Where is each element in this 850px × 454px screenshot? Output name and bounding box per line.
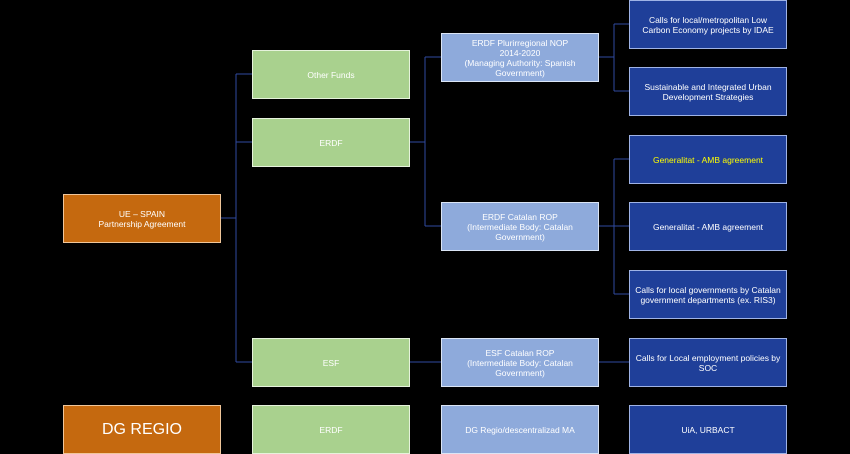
uia-urbact-label: UiA, URBACT: [681, 424, 735, 435]
programme-erdf-pluri-authority: (Managing Authority: Spanish Government): [464, 57, 576, 78]
root-node: UE – SPAIN Partnership Agreement: [63, 194, 221, 243]
bottom-erdf-node: ERDF: [252, 405, 410, 454]
uia-urbact-node: UiA, URBACT: [629, 405, 787, 454]
programme-erdf-pluri-period: 2014-2020: [499, 47, 541, 58]
outcome-amb-highlighted: Generalitat - AMB agreement: [629, 135, 787, 184]
dg-regio-label: DG REGIO: [101, 420, 182, 438]
outcome-local-gov-label: Calls for local governments by Catalan g…: [635, 284, 781, 305]
outcome-sustainable: Sustainable and Integrated Urban Develop…: [629, 67, 787, 116]
fund-esf: ESF: [252, 338, 410, 387]
outcome-idae-label: Calls for local/metropolitan Low Carbon …: [642, 14, 774, 35]
outcome-idae: Calls for local/metropolitan Low Carbon …: [629, 0, 787, 49]
programme-esf-catalan: ESF Catalan ROP (Intermediate Body: Cata…: [441, 338, 599, 387]
outcome-local-gov: Calls for local governments by Catalan g…: [629, 270, 787, 319]
root-title: UE – SPAIN: [118, 208, 166, 219]
outcome-employment-label: Calls for Local employment policies by S…: [635, 352, 781, 373]
fund-erdf-label: ERDF: [319, 137, 343, 148]
fund-other-funds: Other Funds: [252, 50, 410, 99]
fund-other-funds-label: Other Funds: [307, 69, 355, 80]
programme-erdf-catalan: ERDF Catalan ROP (Intermediate Body: Cat…: [441, 202, 599, 251]
outcome-amb-highlighted-label: Generalitat - AMB agreement: [652, 154, 764, 165]
dg-descent-label: DG Regio/descentralizad MA: [465, 424, 575, 435]
fund-erdf: ERDF: [252, 118, 410, 167]
programme-erdf-catalan-title: ERDF Catalan ROP: [482, 211, 558, 222]
dg-regio-node: DG REGIO: [63, 405, 221, 454]
root-subtitle: Partnership Agreement: [98, 218, 186, 229]
outcome-employment: Calls for Local employment policies by S…: [629, 338, 787, 387]
programme-esf-catalan-title: ESF Catalan ROP: [485, 347, 555, 358]
programme-erdf-pluri: ERDF Plurirregional NOP 2014-2020 (Manag…: [441, 33, 599, 82]
programme-erdf-pluri-title: ERDF Plurirregional NOP: [471, 37, 569, 48]
programme-esf-catalan-body: (Intermediate Body: Catalan Government): [467, 357, 573, 378]
programme-erdf-catalan-body: (Intermediate Body: Catalan Government): [467, 221, 573, 242]
fund-esf-label: ESF: [322, 357, 340, 368]
outcome-amb-label: Generalitat - AMB agreement: [652, 221, 764, 232]
outcome-amb: Generalitat - AMB agreement: [629, 202, 787, 251]
bottom-erdf-label: ERDF: [319, 424, 343, 435]
outcome-sustainable-label: Sustainable and Integrated Urban Develop…: [644, 81, 772, 102]
dg-descent-node: DG Regio/descentralizad MA: [441, 405, 599, 454]
